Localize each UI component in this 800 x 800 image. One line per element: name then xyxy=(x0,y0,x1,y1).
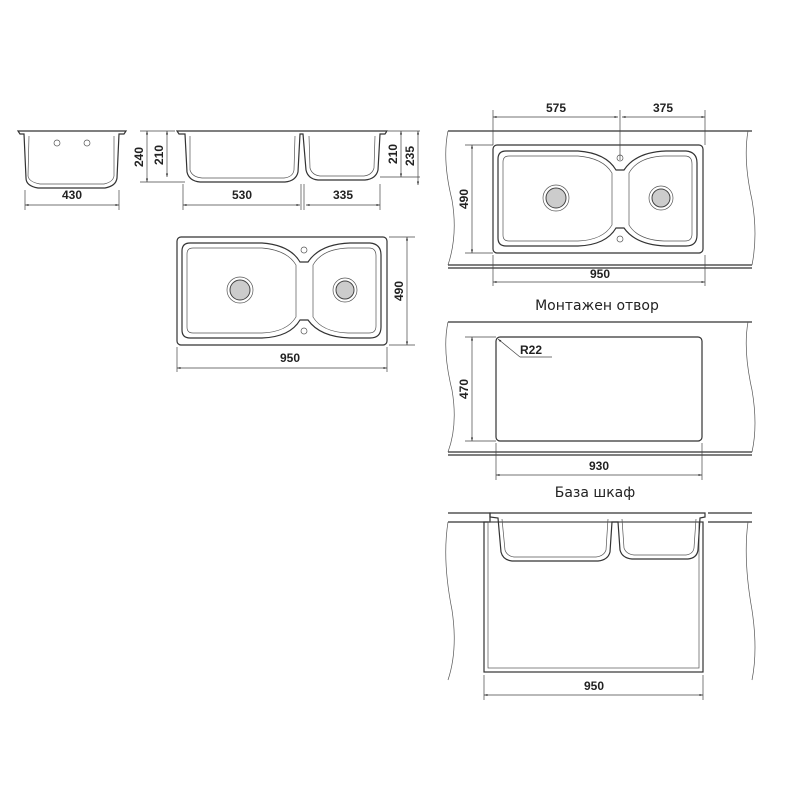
dim-375: 375 xyxy=(653,101,673,115)
cabinet-title: База шкаф xyxy=(555,485,636,501)
side-view-single: 430 xyxy=(16,130,128,210)
dim-950-installed: 950 xyxy=(590,267,610,281)
top-view xyxy=(176,236,388,346)
dim-950-top: 950 xyxy=(280,351,300,365)
dim-430: 430 xyxy=(62,188,82,202)
dim-235: 235 xyxy=(403,146,417,166)
cutout-view: R22 470 930 xyxy=(445,321,756,480)
dim-210-left: 210 xyxy=(152,145,166,165)
dim-950-cabinet: 950 xyxy=(584,679,604,693)
cabinet-view: 950 xyxy=(445,512,756,700)
dim-240: 240 xyxy=(132,147,146,167)
dim-210-right: 210 xyxy=(386,144,400,164)
cutout-title: Монтажен отвор xyxy=(535,298,659,314)
side-view-double: 240 210 530 335 210 235 xyxy=(132,130,420,210)
dim-490-top: 490 xyxy=(392,281,406,301)
dim-575: 575 xyxy=(546,101,566,115)
installed-top-view: 575 375 490 950 xyxy=(445,101,756,286)
radius-r22: R22 xyxy=(520,343,542,357)
dim-930: 930 xyxy=(589,459,609,473)
dim-490-installed: 490 xyxy=(457,189,471,209)
dim-335: 335 xyxy=(333,188,353,202)
dim-470: 470 xyxy=(457,379,471,399)
dim-530: 530 xyxy=(232,188,252,202)
